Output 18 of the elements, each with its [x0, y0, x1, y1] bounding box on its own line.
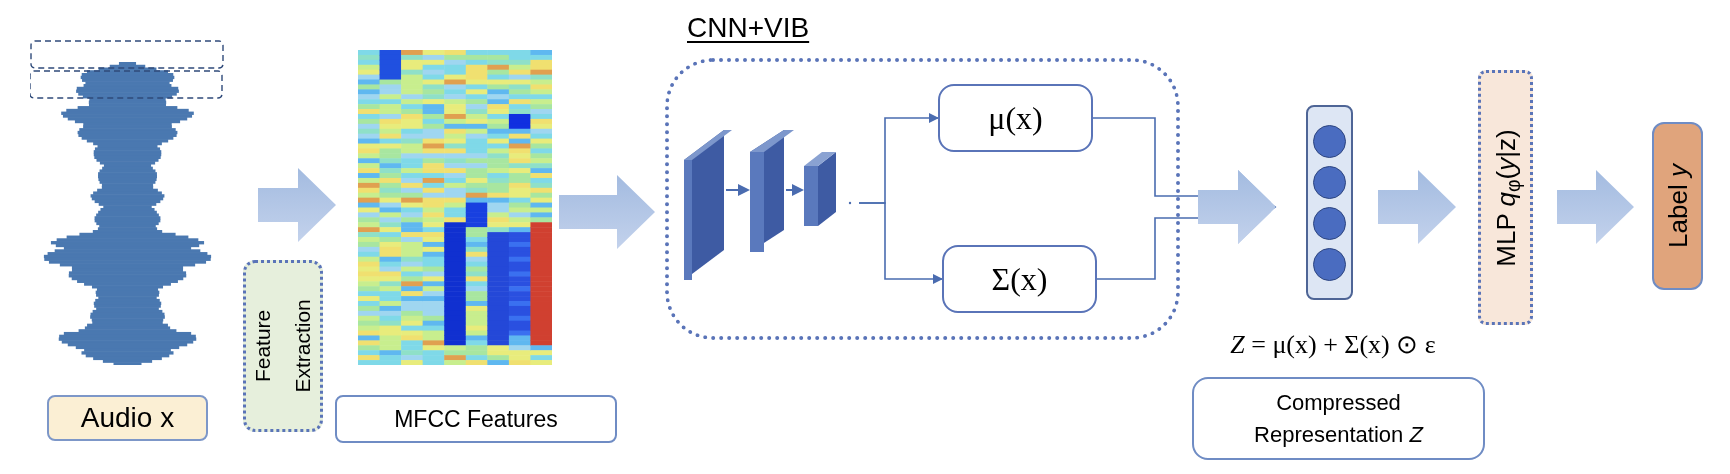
process-box: Σ(x) [942, 245, 1097, 313]
vector-bar [1306, 105, 1353, 300]
label-box: Compressed Representation Z [1192, 377, 1485, 460]
waveform-drawing [30, 40, 225, 365]
label-box: MFCC Features [335, 395, 617, 443]
block-arrow [1557, 170, 1634, 244]
mfcc-heatmap [358, 50, 552, 365]
label-box: Label y [1652, 122, 1703, 290]
label-box: Audio x [47, 395, 208, 441]
block-arrow [1378, 170, 1456, 244]
process-box: μ(x) [938, 84, 1093, 152]
block-arrow [258, 168, 336, 242]
formula: Z = μ(x) + Σ(x) ⊙ ε [1229, 332, 1437, 358]
dotted-box: Feature Extraction [243, 260, 323, 432]
block-arrow [559, 175, 655, 249]
connector-line [858, 202, 943, 284]
group-title: CNN+VIB [687, 14, 810, 42]
connector-line [1096, 170, 1277, 280]
